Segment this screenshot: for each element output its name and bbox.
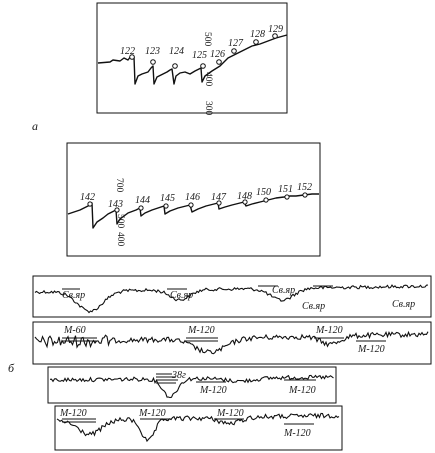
panel-a-top: 122 123 124 125 126 127 128 129 500 400 … — [96, 2, 288, 116]
panel-a-mid-station — [188, 202, 194, 208]
strip-1-frame — [32, 275, 432, 318]
strip-3-record — [49, 374, 334, 399]
record-label: М-120 — [315, 325, 343, 336]
panel-a-top-station — [172, 63, 178, 69]
panel-b-strip-3: 38г М-120 М-120 — [47, 366, 337, 404]
depth-label: 700 — [114, 178, 124, 193]
strip-2-record — [34, 330, 429, 355]
station-label: 148 — [237, 191, 252, 202]
station-label: 147 — [211, 192, 227, 203]
panel-a-mid-frame — [66, 142, 321, 257]
record-label: М-120 — [59, 408, 87, 419]
depth-label: 300 — [203, 101, 213, 116]
panel-a-mid-station — [302, 192, 308, 198]
panel-b-strip-1: Св.яр Св.яр Св.яр Св.яр Св.яр — [32, 275, 432, 318]
record-label: М-120 — [138, 408, 166, 419]
station-label: 145 — [160, 193, 175, 204]
station-label: 124 — [169, 46, 184, 57]
depth-label: 400 — [115, 232, 125, 247]
panel-a-mid-station — [263, 197, 269, 203]
panel-b-strip-4: М-120 М-120 М-120 М-120 — [54, 405, 343, 451]
station-label: 151 — [278, 184, 293, 195]
panel-a-mid: 142 143 144 145 146 147 148 150 151 152 … — [66, 142, 321, 257]
panel-a-mid-station — [163, 203, 169, 209]
panel-a-top-station — [272, 33, 278, 39]
record-label: Св.яр — [272, 285, 295, 296]
strip-2-frame — [32, 321, 432, 365]
record-label: М-120 — [283, 428, 311, 439]
record-label: М-120 — [187, 325, 215, 336]
station-label: 125 — [192, 50, 207, 61]
record-label: Св.яр — [170, 290, 193, 301]
panel-a-mid-station — [114, 207, 120, 213]
station-label: 122 — [120, 46, 135, 57]
panel-letter-b: б — [8, 361, 15, 375]
panel-a-mid-station — [138, 205, 144, 211]
panel-b-strip-2: М-60 М-120 М-120 М-120 — [32, 321, 432, 365]
station-label: 142 — [80, 192, 95, 203]
panel-a-top-station — [253, 39, 259, 45]
station-label: 144 — [135, 195, 150, 206]
panel-a-mid-station — [284, 194, 290, 200]
panel-a-mid-station — [87, 201, 93, 207]
panel-a-top-station — [200, 63, 206, 69]
record-label: Св.яр — [302, 301, 325, 312]
depth-label: 500 — [202, 32, 212, 47]
panel-a-top-station — [231, 48, 237, 54]
record-label: М-120 — [357, 344, 385, 355]
panel-a-top-station — [216, 59, 222, 65]
station-label: 152 — [297, 182, 312, 193]
panel-letter-a: а — [32, 119, 38, 133]
station-label: 146 — [185, 192, 200, 203]
station-label: 129 — [268, 24, 283, 35]
depth-label: 500 — [115, 214, 125, 229]
strip-1-record — [34, 284, 429, 314]
panel-a-top-station — [129, 54, 135, 60]
strip-4-record — [56, 412, 340, 443]
record-label: Св.яр — [392, 299, 415, 310]
record-label: М-120 — [288, 385, 316, 396]
panel-a-mid-station — [216, 200, 222, 206]
panel-a-mid-station — [242, 199, 248, 205]
station-label: 123 — [145, 46, 160, 57]
record-label: Св.яр — [62, 290, 85, 301]
depth-label: 400 — [203, 72, 213, 87]
strip-3-frame — [47, 366, 337, 404]
station-label: 143 — [108, 199, 123, 210]
strip-4-frame — [54, 405, 343, 451]
record-label: М-120 — [216, 408, 244, 419]
record-label: М-60 — [63, 325, 86, 336]
record-label: 38г — [171, 370, 186, 381]
panel-a-top-frame — [96, 2, 288, 114]
record-label: М-120 — [199, 385, 227, 396]
station-label: 126 — [210, 49, 225, 60]
station-label: 127 — [228, 38, 244, 49]
station-label: 150 — [256, 187, 271, 198]
panel-a-top-station — [150, 59, 156, 65]
station-label: 128 — [250, 29, 265, 40]
